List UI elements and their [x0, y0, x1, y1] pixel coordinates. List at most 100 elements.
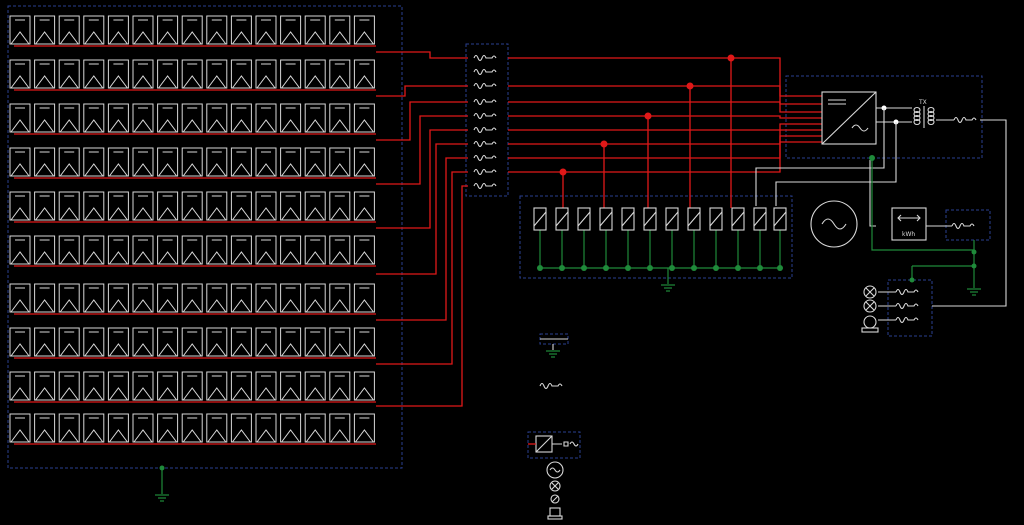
pv-module-icon	[181, 327, 203, 357]
pv-module-icon	[329, 191, 351, 221]
pv-module-icon	[58, 327, 80, 357]
symbols	[155, 54, 981, 520]
pv-module-icon	[58, 147, 80, 177]
dc-home-run	[376, 115, 468, 185]
surge-arrester-icon	[731, 207, 745, 231]
dc-bus-line	[508, 115, 822, 119]
ground-icon	[967, 288, 981, 296]
pv-module-icon	[255, 103, 277, 133]
pv-module-icon	[58, 413, 80, 443]
dc-bus-line	[508, 85, 822, 105]
fuse-icon	[473, 82, 497, 90]
pv-module-icon	[230, 191, 252, 221]
fuse-icon	[473, 54, 497, 62]
pv-module-icon	[280, 371, 302, 401]
pv-module-icon	[181, 103, 203, 133]
pv-module-icon	[230, 235, 252, 265]
surge-arrester-icon	[555, 207, 569, 231]
junction-node	[727, 54, 735, 62]
pv-module-icon	[255, 15, 277, 45]
pv-module-icon	[58, 371, 80, 401]
pv-module-icon	[34, 103, 56, 133]
pv-module-icon	[132, 59, 154, 89]
dc-home-run	[376, 129, 468, 229]
pv-module-icon	[255, 235, 277, 265]
ac-line	[775, 122, 897, 206]
pv-module-icon	[280, 327, 302, 357]
fuse-icon	[951, 222, 975, 230]
pv-module-icon	[132, 191, 154, 221]
pv-module-icon	[353, 147, 375, 177]
pv-module-icon	[58, 59, 80, 89]
pv-module-icon	[280, 283, 302, 313]
pv-module-icon	[280, 103, 302, 133]
pv-module-icon	[157, 103, 179, 133]
pv-module-icon	[255, 147, 277, 177]
pv-module-icon	[132, 103, 154, 133]
pv-module-icon	[353, 413, 375, 443]
pv-module-icon	[230, 103, 252, 133]
transformer-icon	[913, 106, 935, 128]
dc-home-run	[376, 157, 468, 321]
pv-module-icon	[181, 15, 203, 45]
pv-module-icon	[157, 15, 179, 45]
dc-home-run	[376, 143, 468, 275]
surge-arrester-icon	[643, 207, 657, 231]
surge-protection-box	[519, 195, 793, 279]
fuse-icon	[473, 68, 497, 76]
pv-module-icon	[132, 15, 154, 45]
surge-arrester-icon	[773, 207, 787, 231]
pv-module-icon	[353, 327, 375, 357]
pv-module-icon	[280, 235, 302, 265]
pv-module-icon	[107, 59, 129, 89]
fuse-icon	[473, 98, 497, 106]
pv-module-icon	[83, 103, 105, 133]
pv-module-icon	[132, 147, 154, 177]
pv-module-icon	[206, 59, 228, 89]
pv-module-icon	[181, 147, 203, 177]
pv-module-icon	[329, 103, 351, 133]
pv-module-icon	[9, 413, 31, 443]
pv-module-icon	[304, 147, 326, 177]
pv-module-icon	[34, 15, 56, 45]
pv-module-icon	[255, 59, 277, 89]
pv-module-icon	[206, 371, 228, 401]
transformer-label: TX	[918, 99, 927, 106]
pv-module-icon	[304, 103, 326, 133]
pv-module-icon	[83, 413, 105, 443]
pv-module-icon	[157, 59, 179, 89]
pv-array-box	[7, 5, 403, 469]
motor-icon	[547, 480, 563, 520]
pv-module-icon	[9, 235, 31, 265]
pv-module-icon	[353, 103, 375, 133]
pv-module-icon	[230, 15, 252, 45]
fuse-icon	[473, 154, 497, 162]
pv-module-icon	[206, 235, 228, 265]
pv-module-icon	[83, 15, 105, 45]
surge-arrester-icon	[621, 207, 635, 231]
pv-module-icon	[304, 283, 326, 313]
pv-module-icon	[83, 283, 105, 313]
ground-icon	[546, 350, 560, 358]
pv-module-icon	[329, 283, 351, 313]
dc-home-run	[376, 171, 468, 365]
pv-module-icon	[181, 191, 203, 221]
pv-module-icon	[206, 15, 228, 45]
pv-module-icon	[230, 147, 252, 177]
pv-module-icon	[34, 147, 56, 177]
pv-module-icon	[157, 147, 179, 177]
pv-module-icon	[353, 59, 375, 89]
dc-home-run	[376, 51, 468, 59]
pv-module-icon	[132, 413, 154, 443]
fuse-icon	[473, 126, 497, 134]
pv-module-icon	[181, 371, 203, 401]
pv-module-icon	[304, 235, 326, 265]
inverter-icon	[821, 91, 877, 145]
pv-module-icon	[83, 59, 105, 89]
pv-module-icon	[58, 15, 80, 45]
pv-module-icon	[9, 147, 31, 177]
dc-bus-line	[508, 141, 822, 173]
pv-module-icon	[107, 15, 129, 45]
pv-module-icon	[83, 371, 105, 401]
pv-module-icon	[157, 283, 179, 313]
